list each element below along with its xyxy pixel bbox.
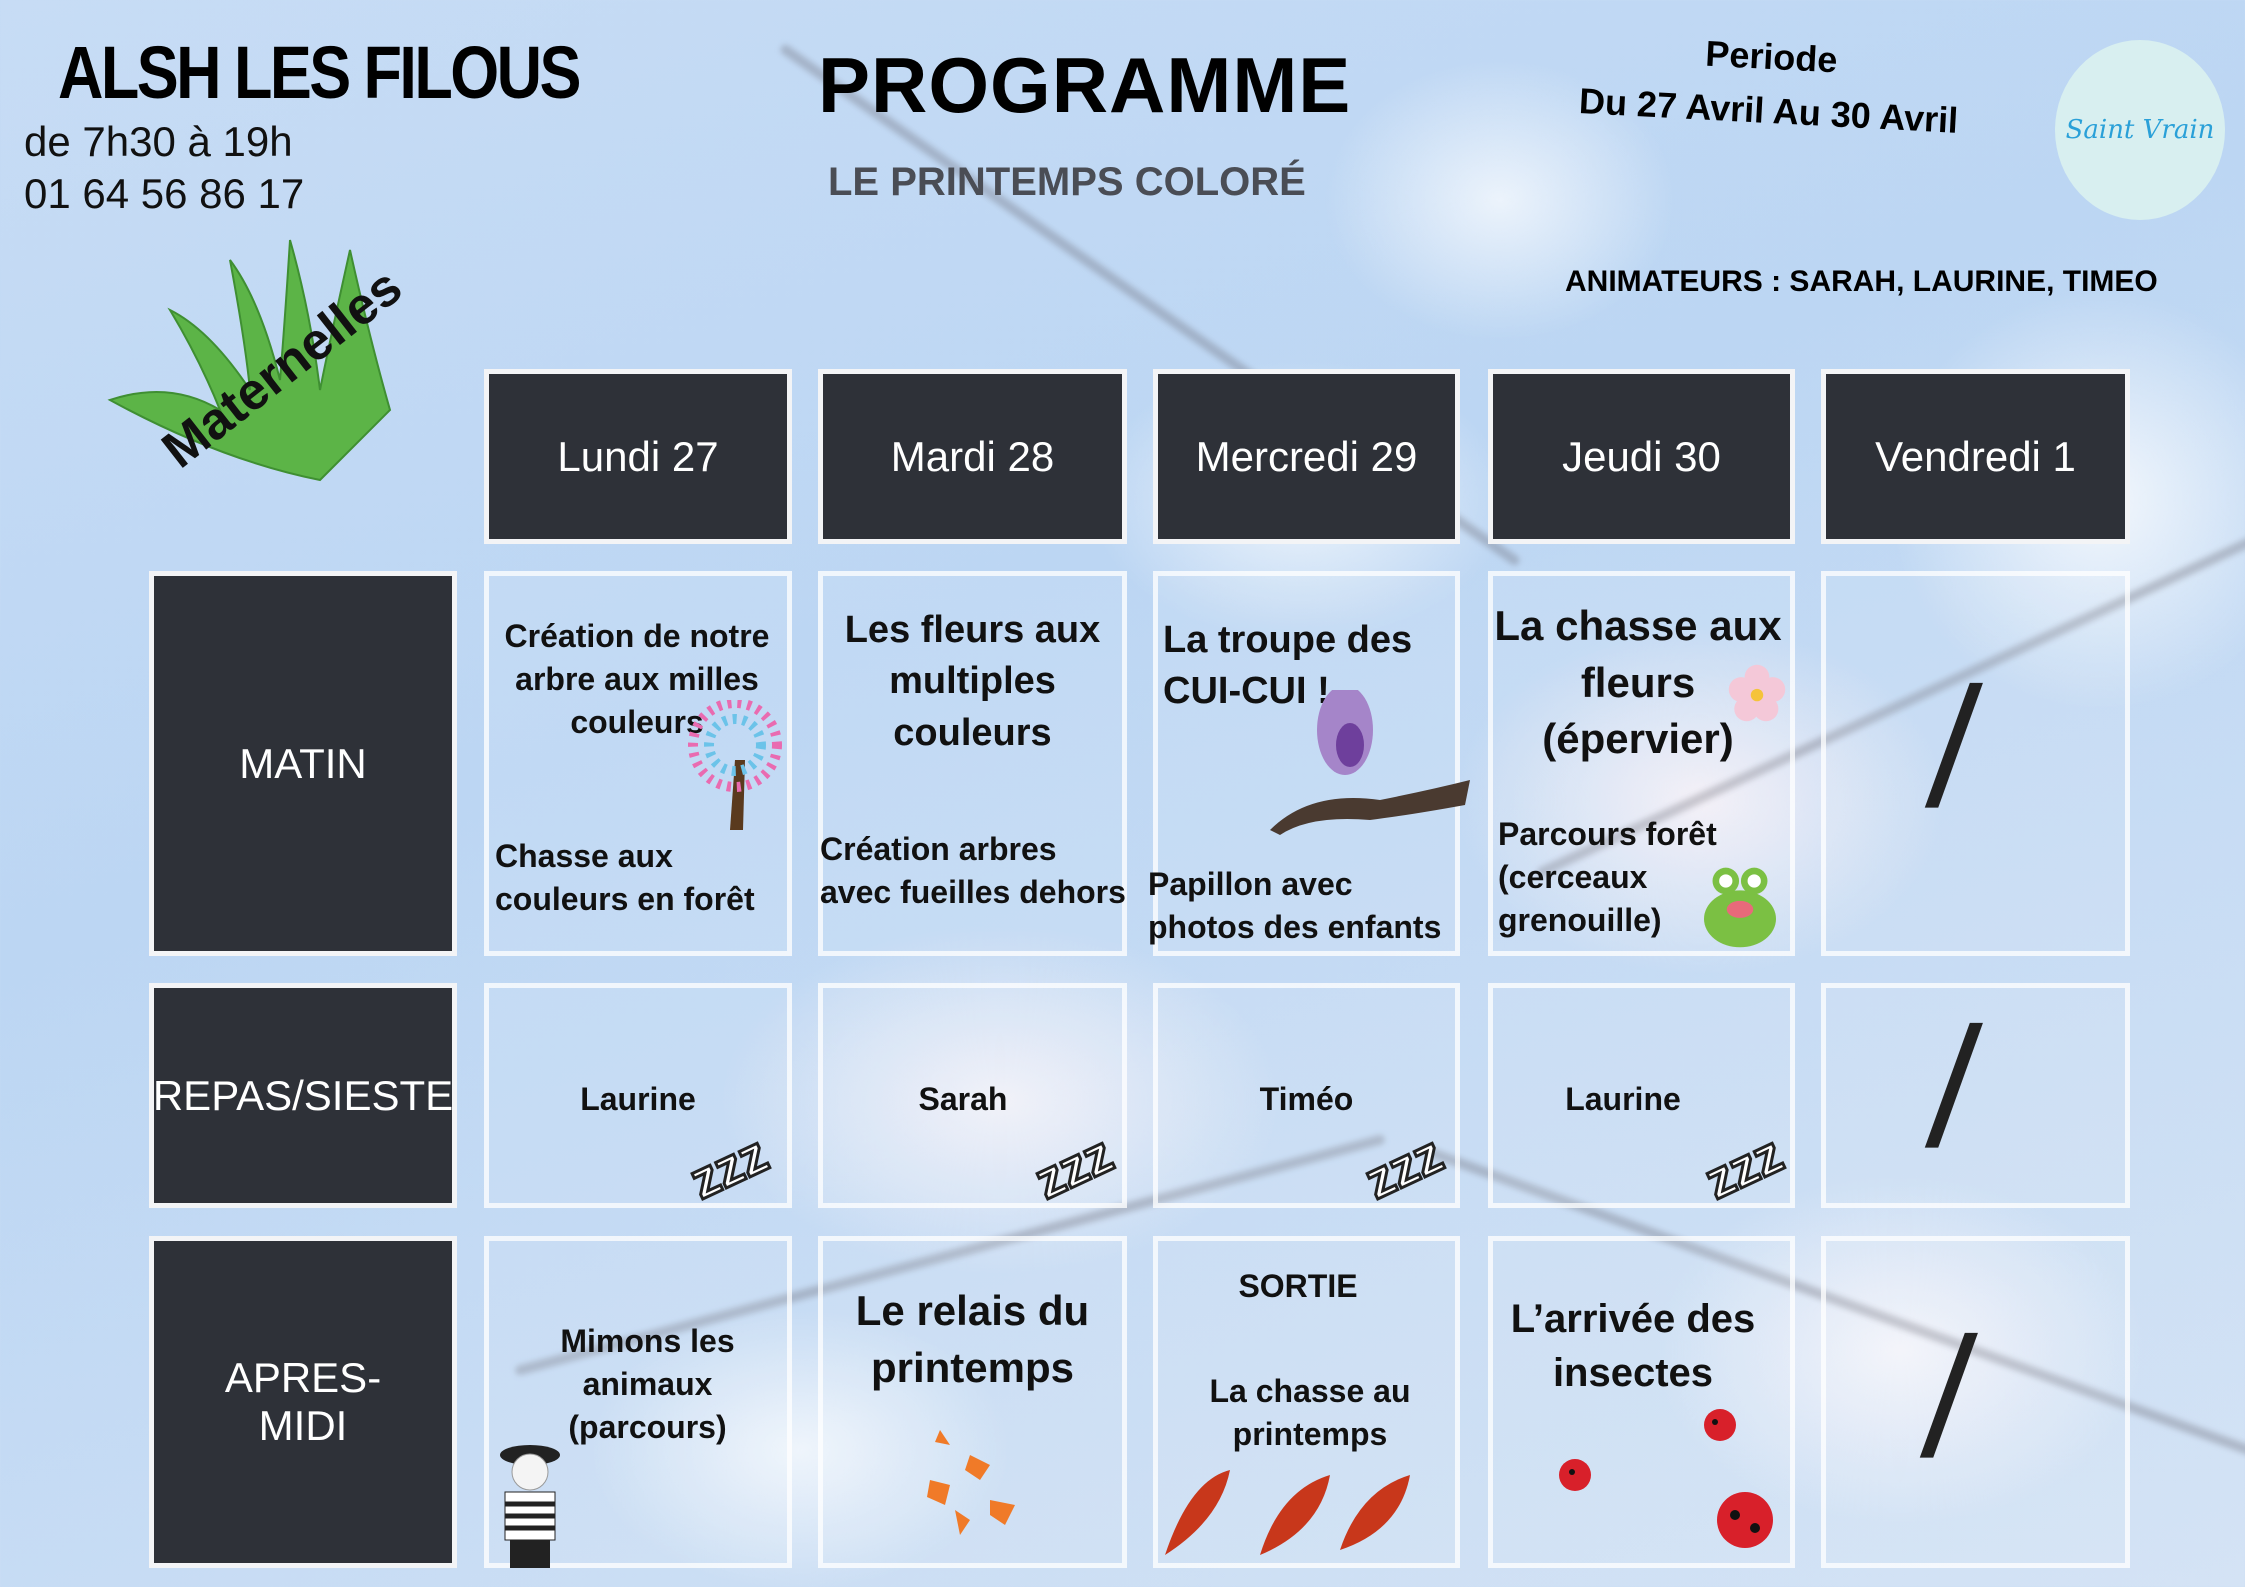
activity-text: La troupe des CUI-CUI ! [1163,619,1413,713]
day-header-jeudi: Jeudi 30 [1488,369,1795,544]
cell-matin-mercredi [1153,571,1460,956]
day-header-lundi: Lundi 27 [484,369,792,544]
cell-repas-mardi [818,983,1127,1208]
logo-text: Saint Vrain [2065,115,2215,145]
activity-text: Papillon avec photos des enfants [1148,866,1442,946]
cell-apres-vendredi [1821,1236,2130,1568]
staff-name: Laurine [580,1081,696,1117]
outing-label: SORTIE [1238,1268,1358,1304]
bird-on-branch-icon [1270,690,1470,835]
period-repas: REPAS/SIESTE [149,983,457,1208]
cell-repas-vendredi [1821,983,2130,1208]
saint-vrain-logo: Saint Vrain [2055,40,2225,220]
activity-text: La chasse aux fleurs (épervier) [1494,602,1782,763]
staff-name: Timéo [1259,1081,1354,1117]
activity-text: Chasse aux couleurs en forêt [495,838,755,918]
activity-text: Mimons les animaux (parcours) [560,1323,735,1446]
flower-icon [1728,664,1786,722]
center-name: ALSH LES FILOUS [58,31,581,114]
phone-number: 01 64 56 86 17 [24,170,305,217]
page-title: PROGRAMME [818,41,1352,129]
autumn-leaves-icon [927,1430,1015,1535]
animators: ANIMATEURS : SARAH, LAURINE, TIMEO [1565,265,2158,298]
grass-icon: Maternelles [107,239,413,482]
cell-matin-vendredi [1821,571,2130,956]
activity-text: Le relais du printemps [855,1287,1090,1391]
cell-apres-mardi [818,1236,1127,1568]
period-apres-midi: APRES-MIDI [149,1236,457,1568]
frog-icon [1704,867,1776,948]
period-matin: MATIN [149,571,457,956]
cell-matin-mardi [818,571,1127,956]
cell-repas-lundi [484,983,792,1208]
ladybugs-icon [1559,1409,1773,1548]
staff-name: Laurine [1565,1081,1681,1117]
day-header-vendredi: Vendredi 1 [1821,369,2130,544]
cell-repas-jeudi [1488,983,1795,1208]
cell-apres-jeudi [1488,1236,1795,1568]
activity-text: Création de notre arbre aux milles coule… [504,618,770,741]
activity-text: L’arrivée des insectes [1510,1297,1756,1395]
colorful-tree-icon [688,700,782,830]
staff-name: Sarah [918,1081,1008,1117]
day-header-mardi: Mardi 28 [818,369,1127,544]
activity-text: Parcours forêt (cerceaux grenouille) [1498,816,1717,939]
red-leaves-icon [1165,1470,1410,1555]
activity-text: Création arbres avec fueilles dehors [820,831,1126,911]
day-header-mercredi: Mercredi 29 [1153,369,1460,544]
cell-repas-mercredi [1153,983,1460,1208]
theme-subtitle: LE PRINTEMPS COLORÉ [828,160,1306,204]
activity-text: Les fleurs aux multiples couleurs [844,609,1101,754]
mime-icon [500,1445,560,1568]
opening-hours: de 7h30 à 19h [24,118,293,165]
activity-text: La chasse au printemps [1209,1373,1411,1453]
